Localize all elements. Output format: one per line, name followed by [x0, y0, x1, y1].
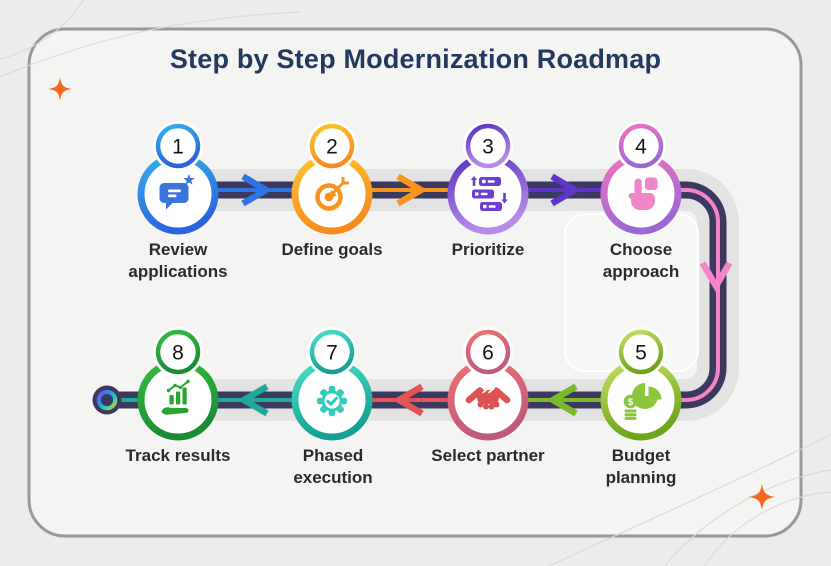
step-number: 8	[172, 342, 184, 365]
arrow-down-icon	[699, 261, 733, 293]
svg-text:$: $	[628, 397, 634, 408]
step-label-8: Track results	[125, 446, 231, 465]
arrow-right-icon	[396, 173, 428, 207]
tap-hand-icon	[628, 177, 658, 210]
step-3: 3	[447, 121, 529, 235]
arrow-left-icon	[392, 383, 424, 417]
step-number: 2	[326, 136, 338, 159]
step-label-6: Select partner	[431, 446, 545, 465]
arrow-left-icon	[237, 383, 269, 417]
page-title: Step by Step Modernization Roadmap	[169, 44, 662, 74]
step-number: 7	[326, 342, 338, 365]
step-number: 6	[482, 342, 494, 365]
gear-check-icon	[317, 386, 347, 416]
step-label-4: Choose approach	[602, 240, 680, 282]
step-number: 1	[172, 136, 184, 159]
step-label-1: Review applications	[128, 240, 228, 282]
growth-hand-icon	[161, 379, 190, 415]
budget-pie-icon: $	[623, 383, 662, 420]
arrow-left-icon	[546, 383, 578, 417]
step-number: 5	[635, 342, 647, 365]
step-number: 4	[635, 136, 647, 159]
priority-list-icon	[470, 176, 508, 211]
sparkle-icon	[48, 77, 72, 101]
chat-star-icon	[159, 174, 195, 210]
step-5: $ 5	[600, 327, 682, 441]
handshake-icon	[465, 387, 511, 410]
step-label-5: Budget planning	[605, 446, 677, 488]
arrow-right-icon	[241, 173, 273, 207]
step-8: 8	[137, 327, 219, 441]
target-icon	[315, 177, 349, 211]
step-6: 6	[447, 327, 529, 441]
step-number: 3	[482, 136, 494, 159]
step-4: 4	[600, 121, 682, 235]
end-marker	[92, 385, 122, 415]
step-label-3: Prioritize	[451, 240, 525, 259]
step-2: 2	[291, 121, 373, 235]
step-7: 7	[291, 327, 373, 441]
arrow-right-icon	[550, 173, 582, 207]
step-1: 1	[137, 121, 219, 235]
sparkle-icon	[748, 483, 776, 511]
segment-4-5	[641, 188, 720, 402]
step-label-2: Define goals	[281, 240, 383, 259]
step-label-7: Phased execution	[293, 446, 373, 488]
